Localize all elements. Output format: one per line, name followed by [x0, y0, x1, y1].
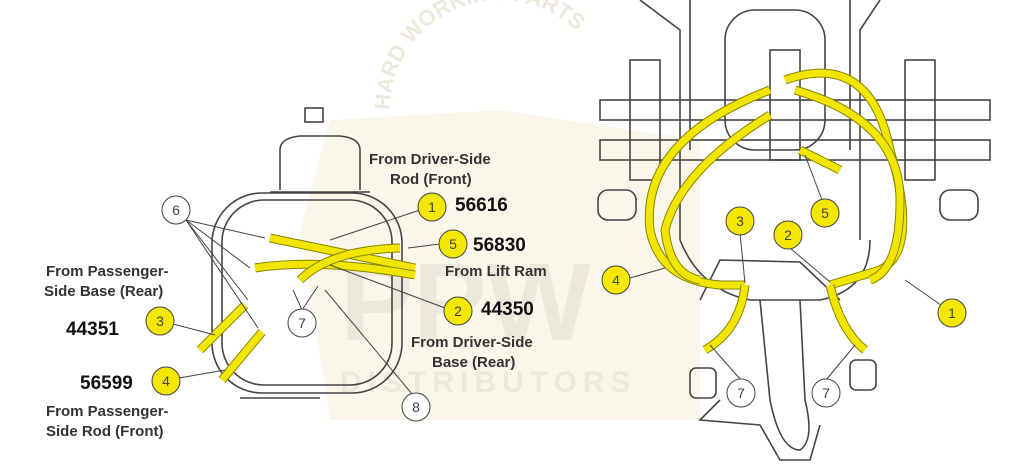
- svg-text:8: 8: [412, 399, 420, 415]
- label-pass-base-line1: From Passenger-: [46, 263, 169, 280]
- right-callout-2: 2: [773, 220, 803, 250]
- right-callout-1: 1: [937, 298, 967, 328]
- right-callout-7b: 7: [811, 378, 841, 408]
- watermark-arc-text: HARD WORKING PARTS: [370, 0, 590, 110]
- part-number-4: 56599: [80, 373, 133, 394]
- left-hoses: [196, 233, 416, 383]
- svg-text:3: 3: [736, 213, 744, 229]
- svg-text:6: 6: [172, 202, 180, 218]
- svg-text:2: 2: [454, 303, 462, 319]
- svg-text:1: 1: [428, 199, 436, 215]
- label-lift-ram: From Lift Ram: [445, 263, 547, 280]
- svg-text:2: 2: [784, 227, 792, 243]
- callout-5: 5: [438, 229, 468, 259]
- svg-text:7: 7: [298, 315, 306, 331]
- svg-text:4: 4: [162, 373, 170, 389]
- svg-text:5: 5: [821, 205, 829, 221]
- part-number-2: 44350: [481, 299, 534, 320]
- left-leader-lines: [172, 209, 446, 395]
- right-callout-7a: 7: [726, 378, 756, 408]
- part-number-5: 56830: [473, 235, 526, 256]
- label-driver-base-line1: From Driver-Side: [411, 334, 533, 351]
- plow-frame-drawing: [597, 0, 991, 461]
- callout-6: 6: [161, 195, 191, 225]
- svg-text:4: 4: [612, 272, 620, 288]
- label-pass-rod-line1: From Passenger-: [46, 403, 169, 420]
- callout-4: 4: [151, 366, 181, 396]
- label-driver-base-line2: Base (Rear): [432, 354, 515, 371]
- callout-2: 2: [443, 296, 473, 326]
- label-driver-rod-line2: Rod (Front): [390, 171, 472, 188]
- callout-3: 3: [145, 306, 175, 336]
- svg-text:7: 7: [737, 385, 745, 401]
- label-driver-rod-line1: From Driver-Side: [369, 151, 491, 168]
- callout-7: 7: [287, 308, 317, 338]
- part-number-3: 44351: [66, 319, 119, 340]
- svg-text:7: 7: [822, 385, 830, 401]
- right-callout-4: 4: [601, 265, 631, 295]
- right-hoses: [644, 68, 908, 354]
- callout-1: 1: [417, 192, 447, 222]
- part-number-1: 56616: [455, 195, 508, 216]
- right-callout-3: 3: [725, 206, 755, 236]
- svg-text:HARD WORKING PARTS: HARD WORKING PARTS: [370, 0, 590, 110]
- pump-drawing: [211, 107, 403, 399]
- callout-8: 8: [401, 392, 431, 422]
- label-pass-base-line2: Side Base (Rear): [44, 283, 163, 300]
- right-callout-5: 5: [810, 198, 840, 228]
- svg-text:5: 5: [449, 236, 457, 252]
- svg-text:1: 1: [948, 305, 956, 321]
- right-leader-lines: [629, 154, 942, 381]
- watermark-sub: DISTRIBUTORS: [340, 366, 636, 399]
- svg-text:3: 3: [156, 313, 164, 329]
- label-pass-rod-line2: Side Rod (Front): [46, 423, 163, 440]
